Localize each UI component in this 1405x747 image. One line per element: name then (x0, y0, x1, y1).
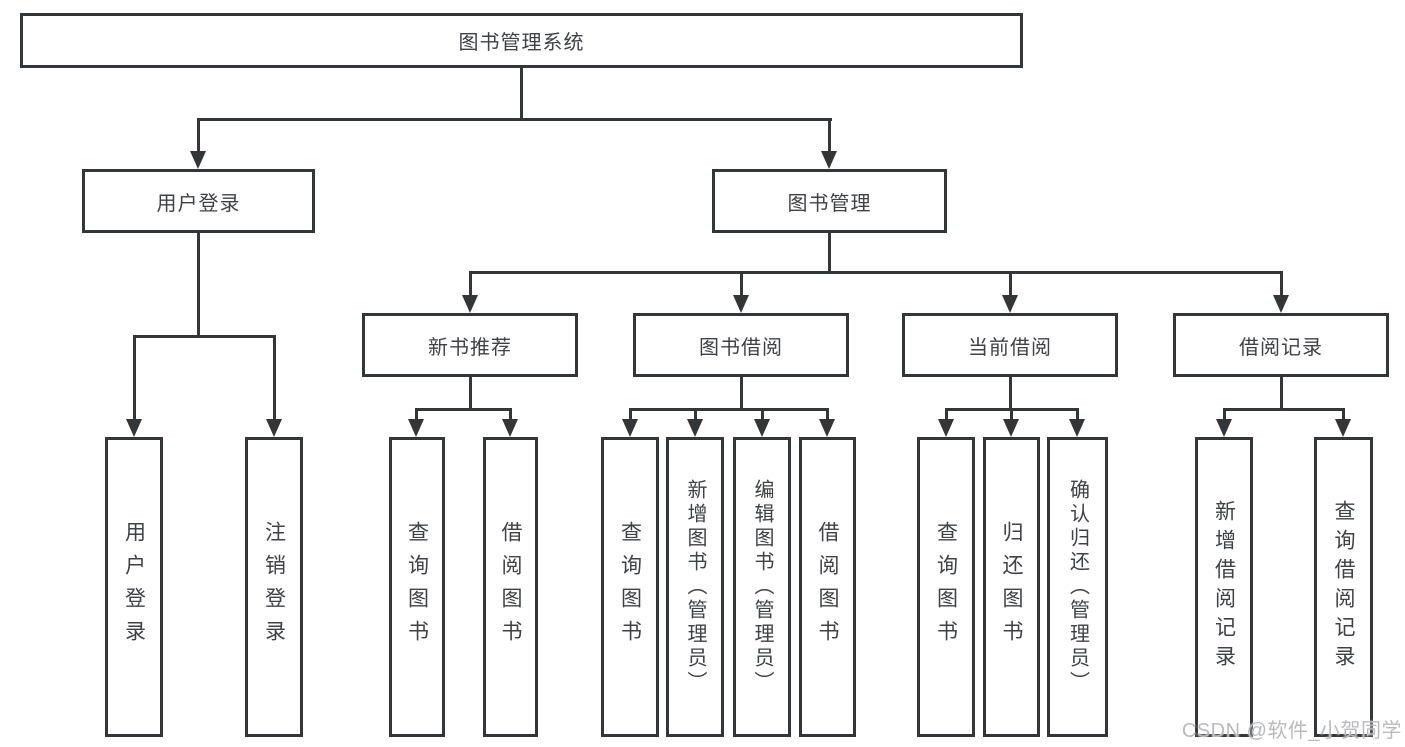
edge-line (761, 408, 764, 421)
leaf-label: 确认归还（管理员） (1066, 479, 1089, 695)
edge-line (828, 233, 831, 273)
leaf-borrow-books-recommend: 借阅图书 (483, 437, 538, 737)
edge-line (415, 408, 418, 421)
node-label: 图书管理 (787, 192, 872, 215)
edge-line (197, 118, 832, 121)
node-book-management: 图书管理 (712, 169, 947, 233)
leaf-add-books-admin: 新增图书（管理员） (666, 437, 724, 737)
edge-line (1009, 271, 1012, 297)
leaf-query-borrow-record: 查询借阅记录 (1314, 437, 1373, 737)
edge-line (1280, 271, 1283, 297)
edge-line (740, 271, 743, 297)
leaf-label: 归还图书 (1000, 521, 1023, 653)
leaf-label: 查询借阅记录 (1332, 500, 1355, 674)
edge-line (133, 335, 136, 421)
edge-line (1010, 408, 1013, 421)
node-root: 图书管理系统 (20, 13, 1023, 68)
edge-arrowhead-icon (754, 419, 770, 437)
edge-line (520, 68, 523, 120)
edge-arrowhead-icon (821, 151, 837, 169)
leaf-label: 新增图书（管理员） (684, 479, 706, 695)
edge-line (945, 408, 948, 421)
leaf-borrow-books: 借阅图书 (799, 437, 856, 737)
leaf-label: 注销登录 (262, 521, 286, 653)
edge-line (469, 271, 472, 297)
edge-line (826, 408, 829, 421)
node-current-borrow: 当前借阅 (902, 313, 1118, 377)
leaf-label: 查询图书 (618, 521, 642, 653)
edge-arrowhead-icon (733, 295, 749, 313)
node-user-login: 用户登录 (82, 169, 315, 233)
edge-line (469, 377, 472, 410)
edge-line (1223, 408, 1226, 421)
leaf-label: 借阅图书 (499, 521, 522, 653)
edge-line (1076, 408, 1079, 421)
node-label: 当前借阅 (968, 336, 1052, 359)
edge-line (273, 335, 276, 421)
leaf-label: 查询图书 (934, 521, 958, 653)
edge-line (828, 118, 831, 152)
edge-line (1223, 408, 1344, 411)
leaf-label: 用户登录 (122, 521, 146, 653)
edge-arrowhead-icon (819, 419, 835, 437)
leaf-logout: 注销登录 (245, 437, 303, 737)
edge-arrowhead-icon (622, 419, 638, 437)
edge-arrowhead-icon (408, 419, 424, 437)
edge-line (133, 335, 276, 338)
edge-line (415, 408, 512, 411)
edge-arrowhead-icon (502, 419, 518, 437)
leaf-label: 编辑图书（管理员） (751, 479, 773, 695)
edge-arrowhead-icon (462, 295, 478, 313)
node-borrow-records: 借阅记录 (1173, 313, 1389, 377)
leaf-label: 查询图书 (405, 521, 429, 653)
leaf-edit-books-admin: 编辑图书（管理员） (733, 437, 791, 737)
edge-line (509, 408, 512, 421)
node-label: 新书推荐 (428, 336, 512, 359)
leaf-label: 借阅图书 (816, 521, 839, 653)
watermark: CSDN @软件_小贺同学 (1181, 720, 1402, 742)
leaf-query-books-borrow: 查询图书 (601, 437, 659, 737)
edge-arrowhead-icon (938, 419, 954, 437)
edge-line (197, 233, 200, 337)
leaf-query-books-recommend: 查询图书 (389, 437, 445, 737)
edge-line (469, 271, 1282, 274)
node-root-label: 图书管理系统 (458, 32, 585, 54)
edge-arrowhead-icon (1273, 295, 1289, 313)
edge-arrowhead-icon (1069, 419, 1085, 437)
leaf-label: 新增借阅记录 (1212, 500, 1236, 674)
edge-line (197, 118, 200, 152)
edge-arrowhead-icon (190, 151, 206, 169)
edge-arrowhead-icon (1002, 295, 1018, 313)
node-label: 借阅记录 (1239, 336, 1323, 359)
node-new-book-recommend: 新书推荐 (362, 313, 578, 377)
edge-arrowhead-icon (126, 419, 142, 437)
edge-arrowhead-icon (1003, 419, 1019, 437)
edge-line (1280, 377, 1283, 410)
edge-line (1009, 377, 1012, 410)
edge-line (1342, 408, 1345, 421)
edge-line (740, 377, 743, 410)
edge-line (629, 408, 632, 421)
node-label: 用户登录 (156, 192, 241, 215)
edge-arrowhead-icon (1216, 419, 1232, 437)
edge-arrowhead-icon (687, 419, 703, 437)
edge-line (629, 408, 829, 411)
edge-arrowhead-icon (1335, 419, 1351, 437)
leaf-add-borrow-record: 新增借阅记录 (1195, 437, 1253, 737)
node-label: 图书借阅 (699, 336, 783, 359)
leaf-query-books-current: 查询图书 (917, 437, 975, 737)
node-book-borrow: 图书借阅 (633, 313, 849, 377)
edge-line (694, 408, 697, 421)
edge-arrowhead-icon (266, 419, 282, 437)
leaf-return-books: 归还图书 (983, 437, 1040, 737)
leaf-confirm-return-admin: 确认归还（管理员） (1047, 437, 1108, 737)
leaf-user-login: 用户登录 (105, 437, 163, 737)
